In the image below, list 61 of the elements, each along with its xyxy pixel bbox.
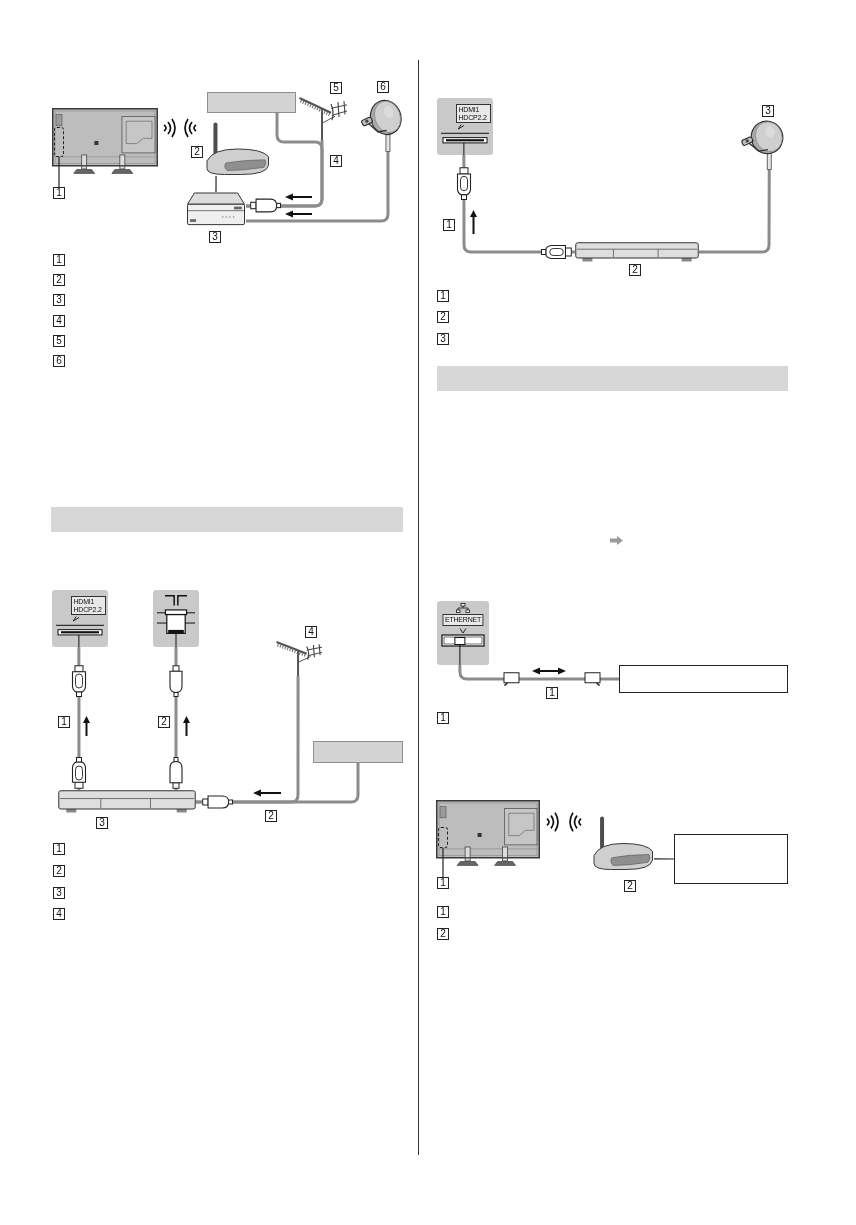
antenna-port-panel (153, 590, 199, 647)
callout-number: 4 (53, 315, 65, 327)
callout-number: 2 (437, 928, 449, 940)
callout-number: 4 (330, 155, 342, 167)
callout-number: 1 (443, 219, 455, 231)
callout-number: 5 (330, 82, 342, 94)
wireless-router-illustration (592, 816, 654, 871)
network-cable (653, 858, 675, 860)
set-top-box-illustration (186, 192, 246, 226)
callout-number: 2 (53, 274, 65, 286)
satellite-cable (699, 170, 771, 254)
callout-number: 3 (96, 817, 108, 829)
port-area-outline (54, 127, 64, 157)
device-box (674, 834, 788, 884)
antenna-cable (196, 763, 360, 804)
callout-number: 3 (53, 887, 65, 899)
set-top-box-illustration (575, 242, 699, 262)
leader-line (442, 847, 444, 878)
leader-line (58, 156, 60, 188)
callout-number: 6 (377, 81, 389, 93)
callout-number: 1 (53, 254, 65, 266)
callout-number: 4 (53, 908, 65, 920)
callout-number: 1 (437, 877, 449, 889)
callout-number: 3 (209, 231, 221, 243)
ethernet-port-panel (437, 601, 489, 665)
callout-number: 3 (437, 333, 449, 345)
lan-cable (458, 665, 619, 681)
callout-number: 1 (437, 712, 449, 724)
satellite-dish-illustration (740, 119, 785, 170)
callout-number: 2 (53, 865, 65, 877)
hdmi-port-panel (437, 98, 493, 155)
hdmi-port-panel (52, 590, 108, 647)
callout-number: 2 (624, 880, 636, 892)
callout-number: 1 (546, 687, 558, 699)
antenna-illustration (275, 640, 323, 676)
device-box (313, 741, 403, 763)
device-box (619, 665, 788, 693)
callout-number: 4 (305, 626, 317, 638)
wireless-router-illustration (205, 122, 270, 176)
port-area-outline (438, 827, 448, 848)
callout-number: 1 (437, 906, 449, 918)
antenna-illustration (298, 96, 348, 140)
callout-number: 5 (53, 335, 65, 347)
callout-number: 1 (437, 290, 449, 302)
callout-number: 6 (53, 355, 65, 367)
callout-number: 2 (158, 716, 170, 728)
callout-number: 2 (629, 264, 641, 276)
set-top-box-illustration (58, 790, 196, 813)
network-cable (215, 175, 217, 193)
callout-number: 1 (53, 843, 65, 855)
callout-number: 2 (437, 311, 449, 323)
antenna-cable (246, 113, 324, 208)
device-box (207, 92, 296, 113)
callout-number: 1 (58, 716, 70, 728)
satellite-dish-illustration (360, 98, 403, 152)
callout-number: 1 (53, 187, 65, 199)
callout-number: 2 (265, 810, 277, 822)
callout-number: 3 (53, 294, 65, 306)
satellite-cable (246, 152, 390, 223)
callout-number: 2 (191, 146, 203, 158)
callout-number: 3 (762, 105, 774, 117)
